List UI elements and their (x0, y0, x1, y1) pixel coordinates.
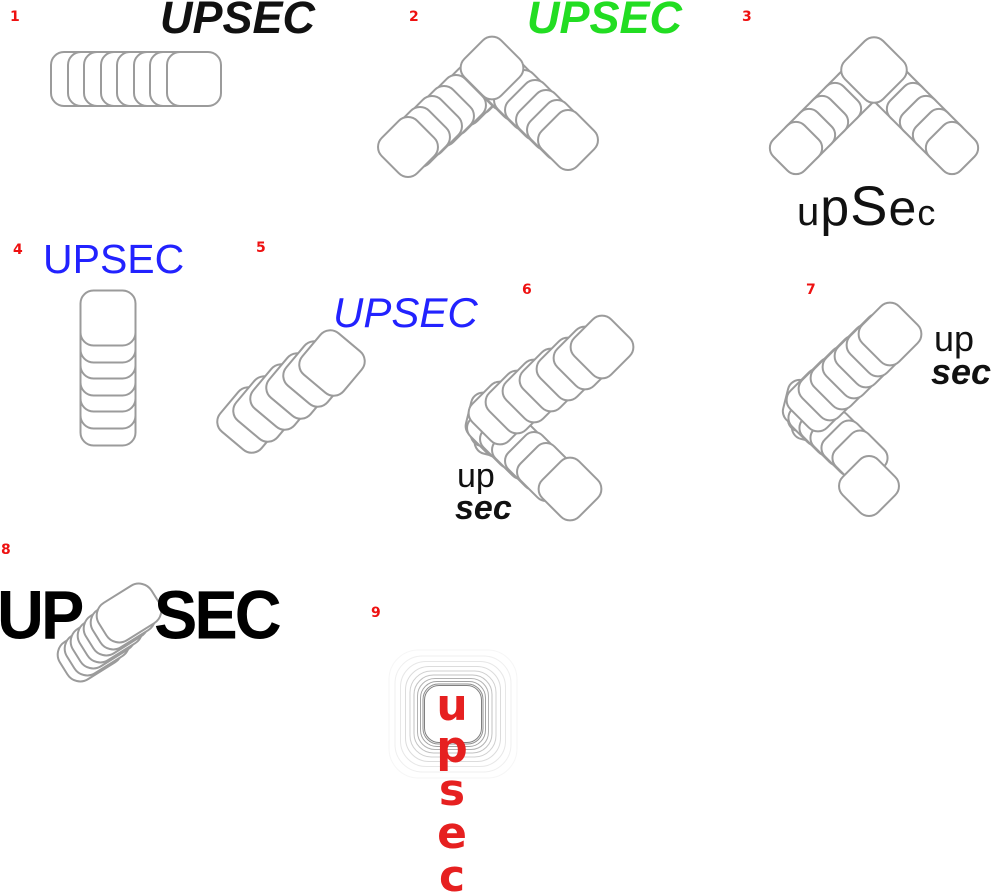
concentric-ring (422, 683, 483, 745)
vertical-letter-e: e (437, 808, 467, 859)
wordmark-sec-blocky: SEC (154, 576, 282, 654)
concentric-ring (404, 666, 501, 762)
vertical-letter-c: c (438, 851, 466, 896)
wordmark-up: up (457, 457, 495, 495)
wordmark-sec: sec (455, 489, 512, 527)
variation-number-3: 3 (742, 9, 752, 25)
variation-number-9: 9 (371, 605, 381, 621)
wordmark-up: up (934, 318, 975, 359)
variation-number-8: 8 (1, 542, 11, 558)
variation-number-2: 2 (409, 9, 419, 25)
concentric-ring (409, 670, 496, 758)
wordmark-upsec-blue: UPSEC (43, 236, 185, 282)
wordmark-upsec-green: UPSEC (527, 0, 683, 43)
variation-number-6: 6 (522, 282, 532, 298)
concentric-ring (416, 678, 489, 750)
concentric-ring (388, 649, 517, 779)
wordmark-letter-c: c (917, 192, 937, 233)
variation-number-5: 5 (256, 240, 266, 256)
card-piece (79, 289, 136, 347)
vertical-letter-u: u (436, 680, 468, 731)
concentric-ring (423, 685, 482, 743)
wordmark-sec: sec (931, 351, 992, 392)
wordmark-letter-u: u (797, 190, 821, 234)
vertical-letter-s: s (438, 765, 466, 816)
wordmark-upsec-blue-italic: UPSEC (333, 289, 478, 336)
concentric-ring (394, 655, 511, 773)
wordmark-upsec-mixed: upSec (797, 178, 937, 237)
wordmark-letter-e: e (888, 180, 918, 236)
variation-number-4: 4 (13, 242, 23, 258)
variation-number-1: 1 (10, 9, 20, 25)
concentric-ring (413, 674, 492, 754)
concentric-ring (419, 681, 486, 747)
concentric-ring (399, 661, 506, 767)
vertical-letter-p: p (436, 722, 468, 773)
wordmark-letter-s: S (850, 174, 889, 237)
wordmark-upsec-black: UPSEC (160, 0, 316, 43)
wordmark-letter-p: p (820, 179, 851, 237)
variation-number-7: 7 (806, 282, 816, 298)
card-piece (165, 51, 222, 107)
